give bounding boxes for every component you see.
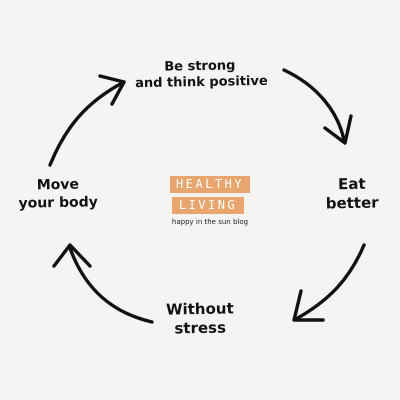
step-move-body-line2: your body xyxy=(18,193,98,212)
step-move-body-line1: Move xyxy=(36,176,80,194)
step-move-body: Move your body xyxy=(18,176,99,212)
arrow-bottom-right xyxy=(292,243,366,322)
step-without-stress-line2: stress xyxy=(174,318,227,338)
arrow-top-left xyxy=(48,74,126,167)
step-be-strong: Be strong and think positive xyxy=(135,58,268,93)
healthy-living-logo: HEALTHY LIVING happy in the sun blog xyxy=(170,176,250,226)
step-without-stress: Without stress xyxy=(160,299,241,338)
logo-tagline: happy in the sun blog xyxy=(171,218,249,226)
arrow-top-right xyxy=(282,68,353,145)
step-eat-better-line1: Eat xyxy=(337,174,366,194)
arrow-bottom-left xyxy=(52,243,154,324)
step-eat-better: Eat better xyxy=(322,174,383,213)
logo-healthy-label: HEALTHY xyxy=(170,176,250,193)
step-eat-better-line2: better xyxy=(325,193,379,213)
logo-living-label: LIVING xyxy=(172,197,244,214)
step-without-stress-line1: Without xyxy=(165,299,234,319)
step-be-strong-line2: and think positive xyxy=(135,74,268,92)
